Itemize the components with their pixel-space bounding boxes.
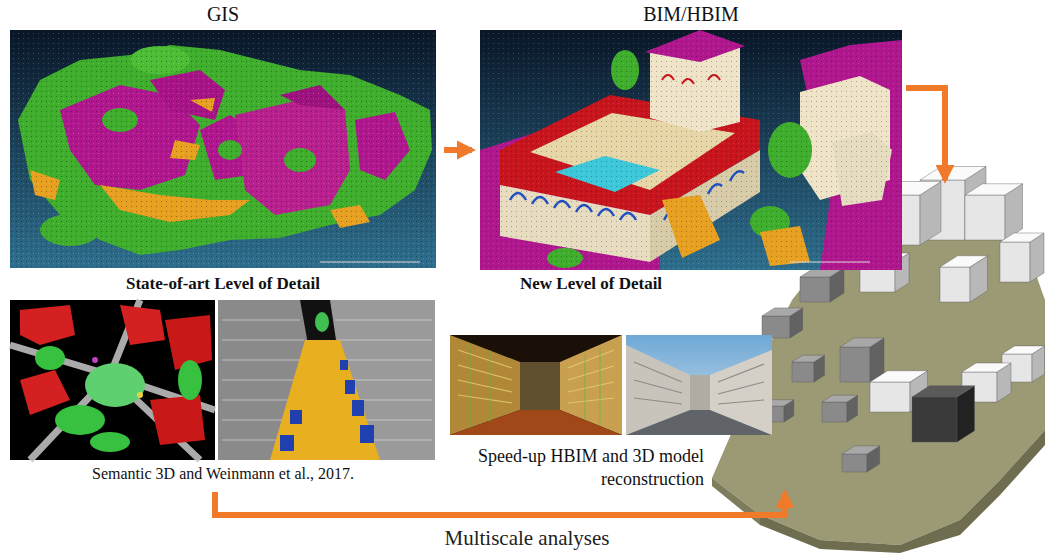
weinmann-image-part (270, 340, 380, 460)
weinmann-image-part (315, 312, 329, 332)
panel-caption: Speed-up HBIM and 3D model reconstructio… (454, 445, 704, 490)
flow-arrow (444, 147, 472, 153)
semantic3d-image-part (120, 305, 165, 345)
building-blocks-part (800, 277, 830, 302)
weinmann-image-part (340, 360, 348, 370)
building-blocks-part (912, 386, 975, 397)
reference-panel: Semantic 3D and Weinmann et al., 2017. (10, 300, 436, 486)
panel-caption: State-of-art Level of Detail (10, 273, 436, 294)
building-blocks-part (1000, 242, 1030, 282)
semantic3d-image-part (10, 300, 215, 460)
gis-panel: GIS State-of-art Level of Detail (10, 0, 436, 296)
bim-pointcloud-part (480, 30, 902, 270)
bim-panel: BIM/HBIM New Level of Detail (480, 0, 902, 296)
semantic3d-image-part (178, 360, 202, 400)
building-blocks-part (870, 382, 910, 412)
building-blocks-part (842, 446, 880, 454)
building-blocks-part (822, 395, 858, 402)
flow-arrow (215, 492, 785, 515)
terrain-model-part (760, 430, 1045, 553)
building-blocks-part (940, 256, 988, 267)
bim-pointcloud-part (480, 30, 902, 270)
gis-pointcloud-part (320, 262, 420, 263)
panel-heading: GIS (10, 2, 436, 27)
bim-pointcloud (480, 30, 902, 270)
reconstruction-panel: Speed-up HBIM and 3D model reconstructio… (446, 335, 708, 492)
building-blocks-part (962, 363, 1011, 372)
building-blocks-part (870, 371, 928, 382)
weinmann-image-part (280, 435, 294, 451)
semantic3d-image-part (85, 363, 145, 407)
street-model-render-part (626, 335, 772, 435)
gis-pointcloud-part (10, 30, 436, 268)
building-blocks-part (965, 184, 1023, 195)
semantic3d-image-part (55, 405, 105, 435)
weinmann-image-part (352, 400, 364, 416)
semantic3d-image-part (137, 392, 143, 398)
building-blocks-part (822, 402, 847, 422)
panel-caption: New Level of Detail (520, 273, 902, 294)
building-blocks-part (840, 338, 884, 347)
semantic3d-image (10, 300, 215, 460)
semantic3d-image-part (20, 370, 70, 415)
flow-arrow (906, 88, 945, 180)
gis-pointcloud (10, 30, 436, 268)
building-blocks-part (792, 362, 814, 382)
semantic3d-image-part (10, 300, 215, 460)
building-blocks-part (762, 316, 790, 338)
street-pointcloud-photo-part (450, 410, 622, 435)
street-model-render-part (634, 362, 764, 404)
bim-pointcloud-part (790, 262, 870, 263)
building-blocks-part (920, 167, 986, 181)
weinmann-image-part (290, 410, 302, 424)
street-pointcloud-photo (450, 335, 622, 435)
building-blocks-part (965, 195, 1005, 240)
semantic3d-image-part (90, 432, 130, 452)
street-model-render-part (626, 410, 772, 435)
panel-heading: BIM/HBIM (480, 2, 902, 27)
building-blocks-part (792, 355, 825, 362)
street-pointcloud-photo-part (470, 343, 600, 428)
semantic3d-image-part (20, 305, 75, 345)
gis-pointcloud-part (10, 30, 436, 268)
street-model-render-part (690, 375, 710, 410)
panel-caption: Semantic 3D and Weinmann et al., 2017. (10, 464, 436, 484)
semantic3d-image-part (150, 395, 205, 445)
semantic3d-image-part (92, 357, 98, 363)
building-blocks-part (762, 308, 803, 316)
weinmann-image-part (218, 300, 435, 460)
building-blocks-part (840, 347, 870, 382)
street-pointcloud-photo-part (520, 362, 560, 410)
building-blocks-part (1002, 346, 1045, 354)
weinmann-image (218, 300, 435, 460)
building-blocks-part (912, 397, 957, 442)
weinmann-image-part (345, 380, 355, 394)
semantic3d-image-part (35, 346, 65, 370)
street-model-render (626, 335, 772, 435)
weinmann-image-part (360, 425, 374, 443)
building-blocks-part (842, 454, 867, 472)
street-pointcloud-photo-part (450, 335, 622, 435)
figure-label: Multiscale analyses (444, 526, 609, 551)
building-blocks-part (940, 267, 970, 302)
street-pointcloud-photo-part (458, 350, 614, 403)
building-blocks-part (1000, 233, 1044, 242)
